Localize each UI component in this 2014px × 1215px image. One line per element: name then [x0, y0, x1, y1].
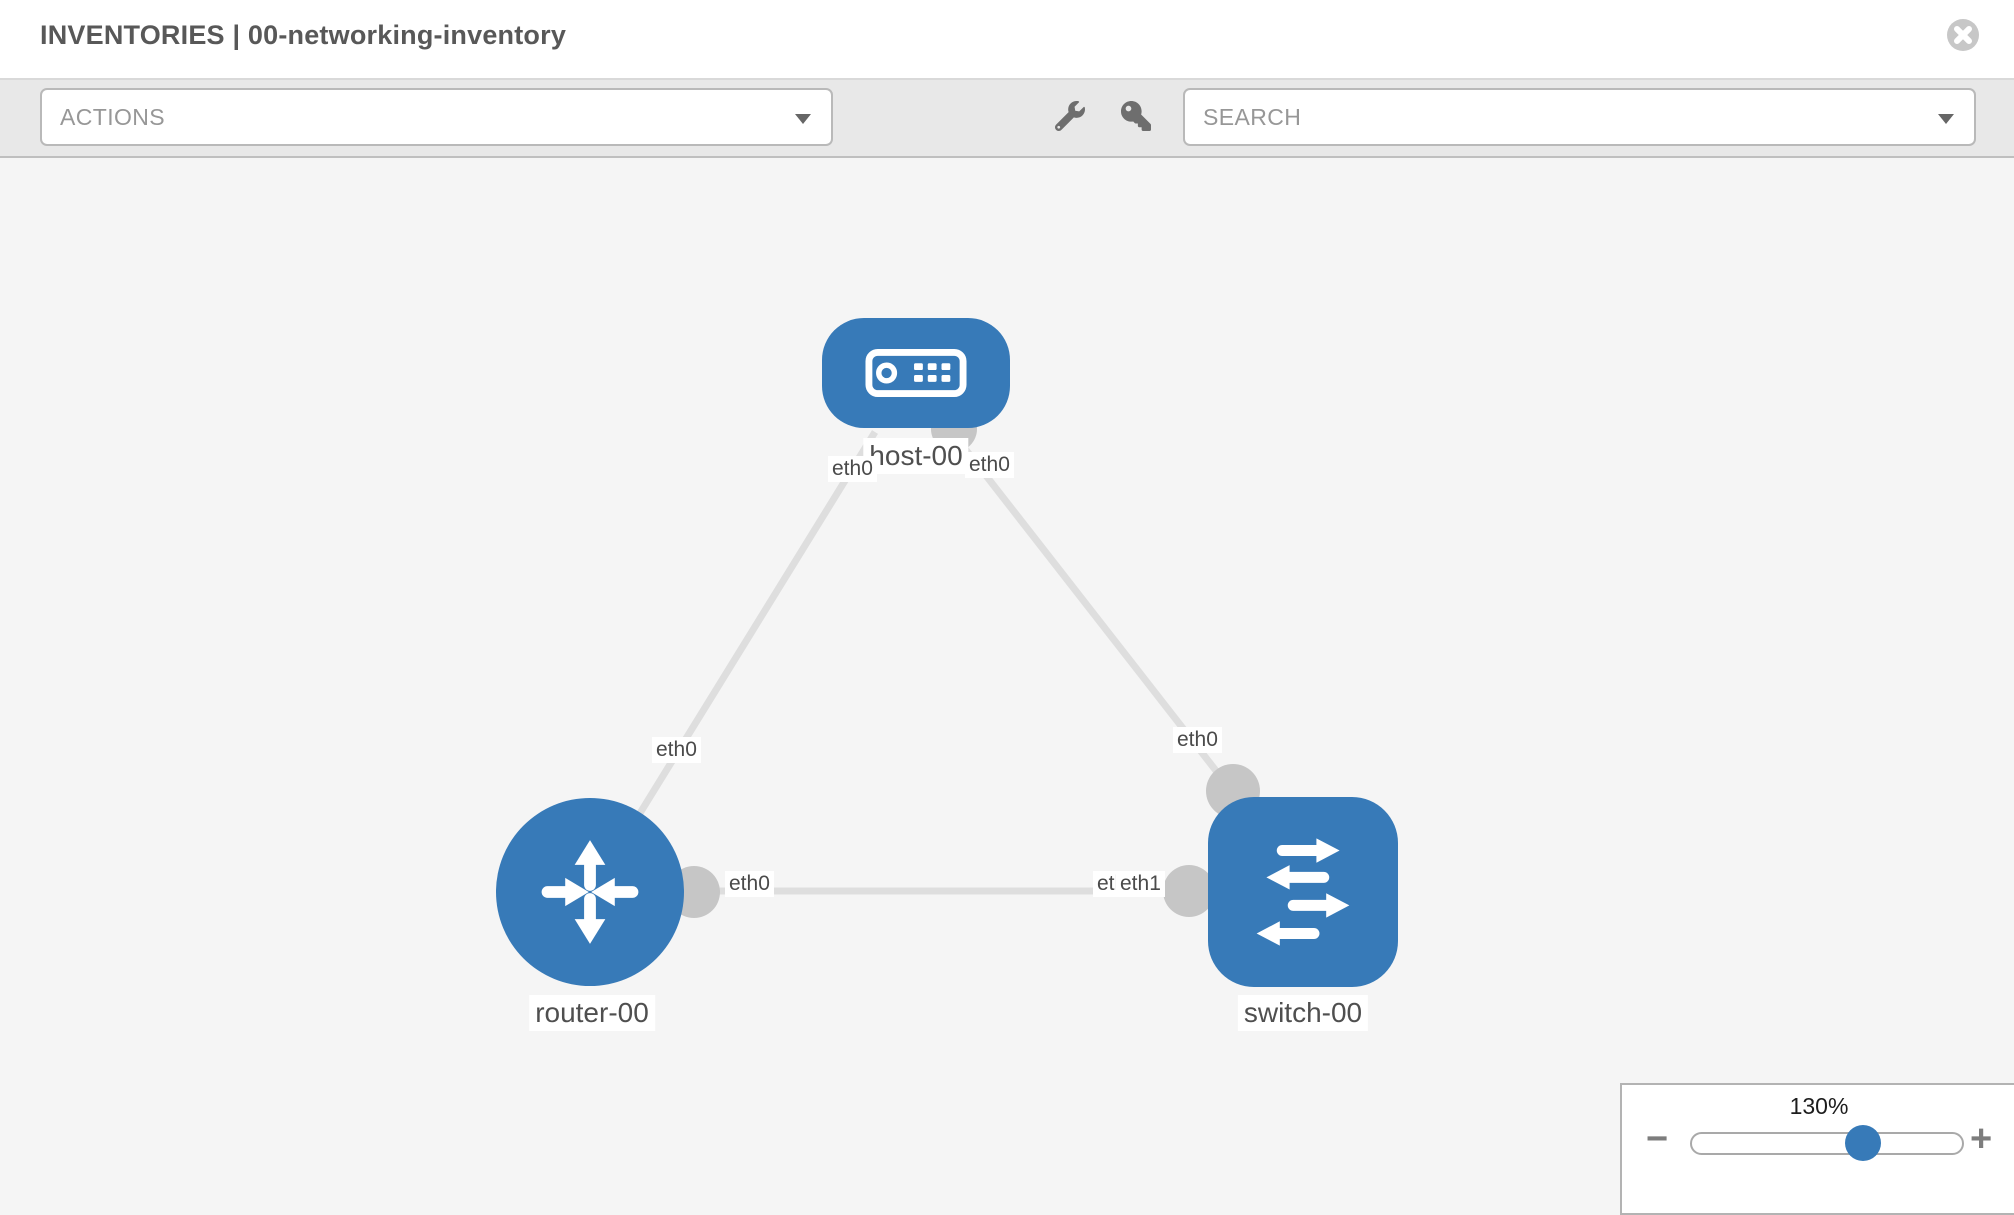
interface-label-router-eth0: eth0 — [725, 871, 774, 897]
zoom-slider-row: − + — [1622, 1120, 2014, 1190]
router-icon — [541, 840, 639, 944]
search-dropdown-label: SEARCH — [1203, 103, 1302, 130]
node-router-00[interactable] — [496, 798, 684, 986]
node-switch-00[interactable] — [1208, 797, 1398, 987]
interface-label-host-eth0-left: eth0 — [828, 456, 877, 482]
zoom-in-button[interactable]: + — [1970, 1118, 1993, 1160]
interface-label-host-switch: eth0 — [1173, 727, 1222, 753]
actions-dropdown-label: ACTIONS — [60, 103, 166, 130]
switch-icon — [1256, 838, 1350, 946]
wrench-icon — [1054, 100, 1085, 131]
toolbar: ACTIONS SEARCH — [0, 80, 2014, 158]
zoom-panel: 130% − + — [1620, 1083, 2014, 1215]
chevron-down-icon — [1938, 114, 1954, 124]
topology-canvas[interactable] — [0, 158, 2014, 1200]
node-label-router: router-00 — [529, 995, 655, 1031]
interface-label-router-host: eth0 — [652, 737, 701, 763]
node-label-switch: switch-00 — [1237, 995, 1369, 1031]
page-title: INVENTORIES | 00-networking-inventory — [40, 20, 567, 50]
header: INVENTORIES | 00-networking-inventory — [0, 0, 2014, 80]
zoom-out-button[interactable]: − — [1646, 1118, 1669, 1160]
interface-label-switch-eth1: eth1 — [1116, 871, 1165, 897]
chevron-down-icon — [795, 114, 811, 124]
configure-button[interactable] — [1050, 97, 1090, 137]
search-dropdown[interactable]: SEARCH — [1183, 88, 1976, 146]
node-host-00[interactable] — [822, 318, 1010, 428]
interface-label-host-eth0-right: eth0 — [965, 452, 1014, 478]
zoom-slider-track[interactable] — [1690, 1125, 1964, 1161]
close-icon — [1947, 19, 1979, 51]
zoom-slider-knob[interactable] — [1845, 1125, 1881, 1161]
node-label-host: host-00 — [863, 438, 969, 474]
actions-dropdown[interactable]: ACTIONS — [40, 88, 833, 146]
credentials-button[interactable] — [1116, 97, 1156, 137]
host-icon — [865, 348, 967, 398]
zoom-level: 130% — [1789, 1093, 1849, 1119]
key-icon — [1121, 100, 1151, 131]
close-button[interactable] — [1946, 18, 1980, 52]
